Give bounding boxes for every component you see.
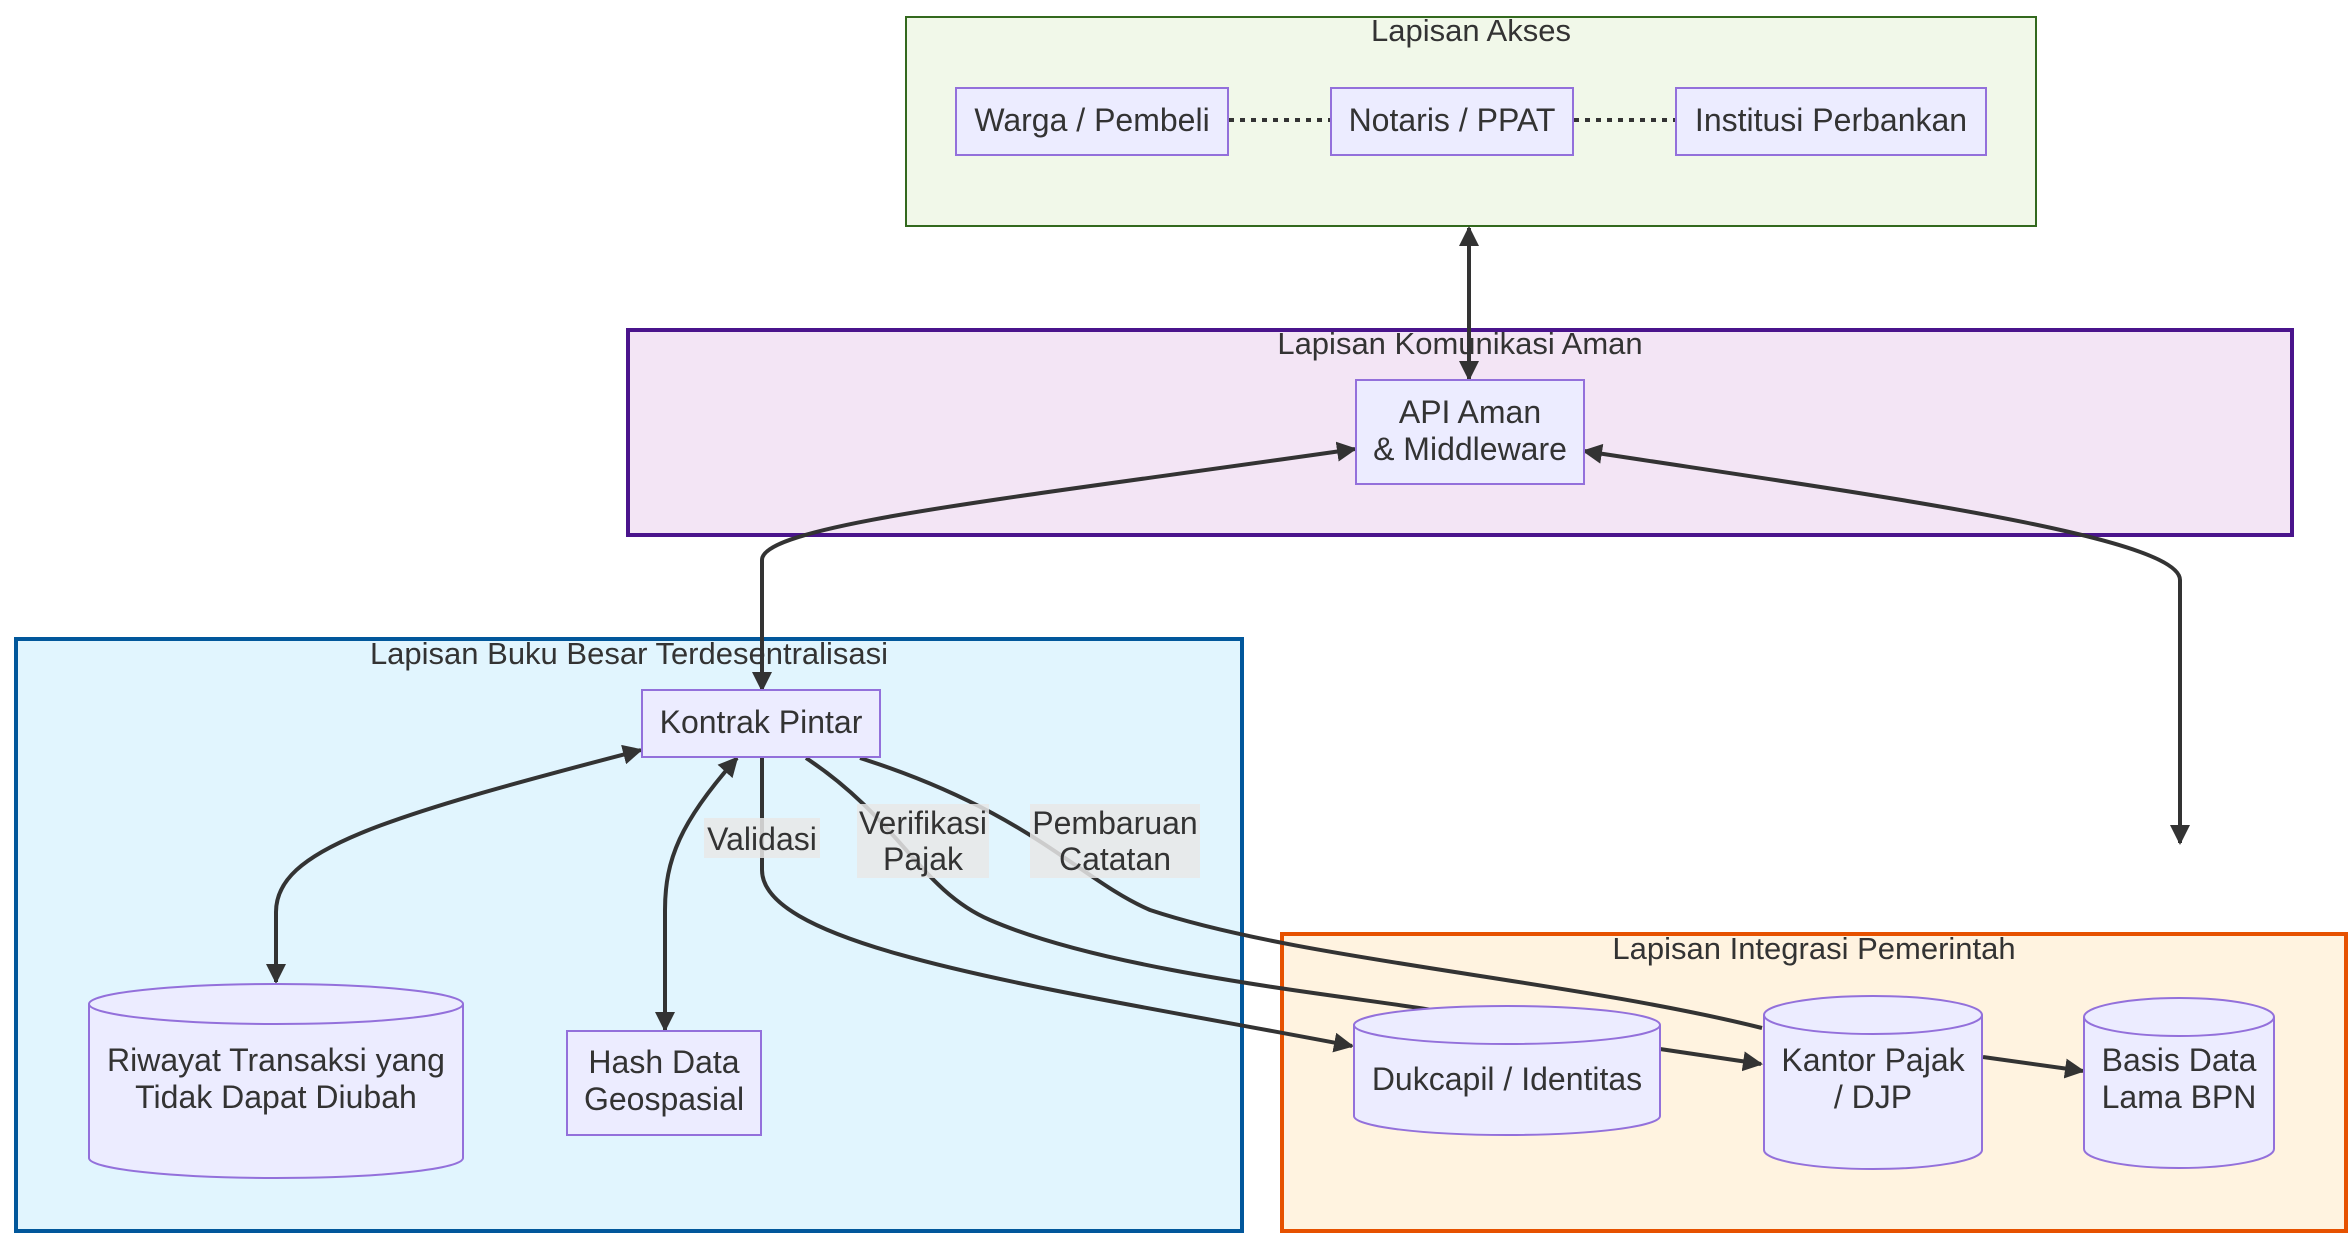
edge-label-validation: Validasi	[704, 818, 820, 858]
edge-contract-tax-arrow	[1659, 1047, 1763, 1072]
cluster-communication-title: Lapisan Komunikasi Aman	[1277, 326, 1642, 361]
edge-contract-geohash	[655, 756, 739, 1032]
cluster-ledger-title: Lapisan Buku Besar Terdesentralisasi	[370, 636, 888, 671]
node-bpn-legacy-line2: Lama BPN	[2102, 1079, 2257, 1115]
node-transaction-history-cylinder	[88, 983, 464, 1179]
node-dukcapil-label: Dukcapil / Identitas	[1372, 1061, 1642, 1097]
edge-contract-bpn-arrow	[1982, 1055, 2085, 1079]
node-geospatial-hash-line2: Geospasial	[584, 1081, 744, 1117]
edge-label-tax-verification-line1: Verifikasi	[859, 805, 987, 841]
node-transaction-history[interactable]: Riwayat Transaksi yang Tidak Dapat Diuba…	[88, 983, 464, 1179]
edge-label-record-update: Pembaruan Catatan	[1030, 804, 1200, 878]
node-bpn-legacy-cylinder	[2083, 997, 2275, 1169]
node-notary[interactable]: Notaris / PPAT	[1330, 87, 1574, 156]
node-api-line2: & Middleware	[1373, 431, 1567, 467]
node-bank-label: Institusi Perbankan	[1695, 102, 1967, 138]
node-api[interactable]: API Aman & Middleware	[1355, 379, 1585, 485]
edge-contract-history	[266, 744, 643, 984]
node-citizen-label: Warga / Pembeli	[974, 102, 1209, 138]
edge-label-tax-verification: Verifikasi Pajak	[857, 804, 989, 878]
node-transaction-history-line1: Riwayat Transaksi yang	[107, 1042, 445, 1078]
node-notary-label: Notaris / PPAT	[1349, 102, 1556, 138]
node-geospatial-hash-line1: Hash Data	[588, 1044, 739, 1080]
node-citizen[interactable]: Warga / Pembeli	[955, 87, 1229, 156]
cluster-government-title: Lapisan Integrasi Pemerintah	[1612, 931, 2015, 966]
edge-contract-dukcapil	[760, 758, 1354, 1053]
edge-label-record-update-line1: Pembaruan	[1032, 805, 1197, 841]
node-tax-office[interactable]: Kantor Pajak / DJP	[1763, 995, 1983, 1170]
node-transaction-history-line2: Tidak Dapat Diubah	[135, 1079, 417, 1115]
node-dukcapil-cylinder	[1353, 1005, 1661, 1136]
edge-label-validation-text: Validasi	[707, 821, 817, 857]
node-tax-office-cylinder	[1763, 995, 1983, 1170]
edge-api-contract	[752, 441, 1357, 692]
node-dukcapil[interactable]: Dukcapil / Identitas	[1353, 1005, 1661, 1136]
edge-label-record-update-line2: Catatan	[1059, 841, 1171, 877]
cluster-access-title: Lapisan Akses	[1371, 13, 1571, 48]
node-bpn-legacy-line1: Basis Data	[2102, 1042, 2257, 1078]
node-bank[interactable]: Institusi Perbankan	[1675, 87, 1987, 156]
node-api-line1: API Aman	[1399, 394, 1541, 430]
node-tax-office-line2: / DJP	[1834, 1079, 1912, 1115]
node-tax-office-line1: Kantor Pajak	[1781, 1042, 1965, 1078]
edge-label-tax-verification-line2: Pajak	[883, 841, 964, 877]
edge-api-government	[1582, 443, 2190, 845]
node-smart-contract-label: Kontrak Pintar	[660, 704, 863, 740]
node-geospatial-hash[interactable]: Hash Data Geospasial	[566, 1030, 762, 1136]
edges	[266, 118, 2190, 1079]
edge-contract-bpn	[859, 756, 1763, 1030]
node-smart-contract[interactable]: Kontrak Pintar	[641, 689, 881, 758]
node-bpn-legacy[interactable]: Basis Data Lama BPN	[2083, 997, 2275, 1169]
